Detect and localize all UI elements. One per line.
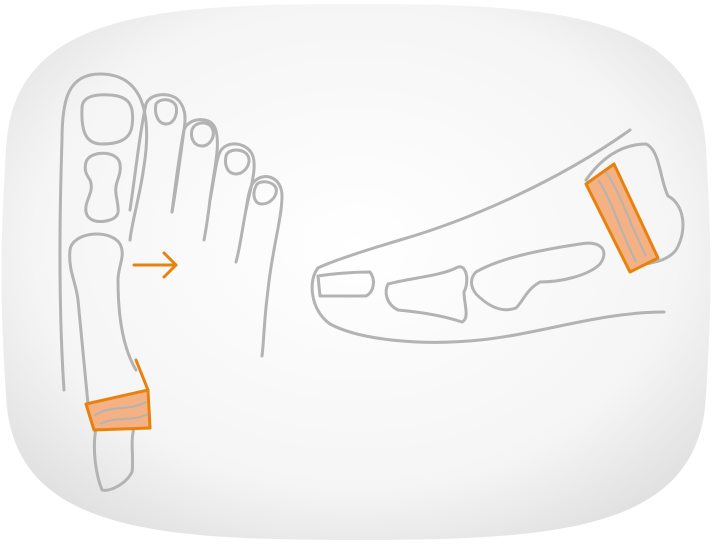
foot-osteotomy-illustration: [0, 0, 713, 544]
